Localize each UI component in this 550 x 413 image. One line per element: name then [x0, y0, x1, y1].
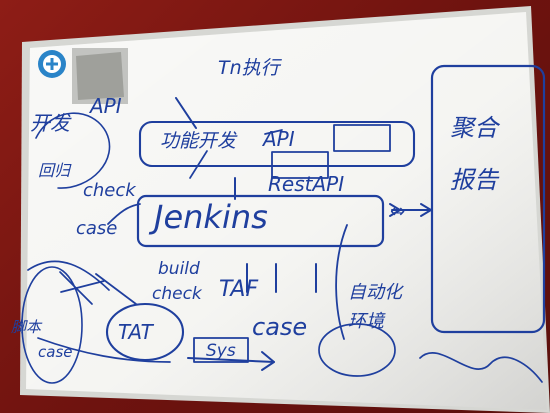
panel-line-1: 聚合 [450, 114, 501, 142]
bottom-left-text-1: 脚本 [11, 318, 43, 336]
small-box [193, 337, 249, 363]
bottom-circle-label: TAT [118, 320, 155, 344]
tat-circle [105, 302, 185, 362]
left-prefix: 回归 [38, 161, 72, 180]
api-band [138, 120, 416, 168]
bottom-left-middle-b: check [152, 284, 203, 304]
bottom-right-text-1: 自动化 [348, 282, 404, 303]
top-heading: Tn执行 [218, 57, 283, 79]
middle-line: 功能开发 [160, 130, 238, 152]
left-loop [21, 266, 83, 384]
top-left-label-a: 开发 [30, 111, 72, 135]
bottom-test-line-1: TAF [219, 277, 258, 302]
bottom-test-line-2: case [252, 313, 307, 341]
panel-line-2: 报告 [450, 166, 500, 194]
report-panel [430, 64, 546, 334]
jenkins-box [136, 194, 385, 248]
bottom-left-text-2: case [38, 343, 72, 361]
api-box [333, 124, 391, 152]
small-box-label: Sys [206, 341, 236, 361]
top-left-loop [35, 112, 111, 189]
left-case: case [76, 218, 117, 239]
rest-api-label: RestAPI [268, 172, 344, 196]
bottom-right-text-2: 环境 [348, 311, 386, 332]
api-box-text: API [261, 127, 295, 151]
bottom-left-middle: build [158, 259, 200, 279]
rest-api-box [271, 151, 329, 179]
bottom-right-loop [318, 323, 396, 377]
top-left-label-b: API [88, 94, 122, 118]
jenkins-label: Jenkins [148, 198, 268, 236]
jenkins-arrow: ⇔ [390, 201, 405, 222]
left-check: check [83, 180, 137, 201]
map-patch [72, 48, 128, 104]
logo [38, 50, 66, 78]
